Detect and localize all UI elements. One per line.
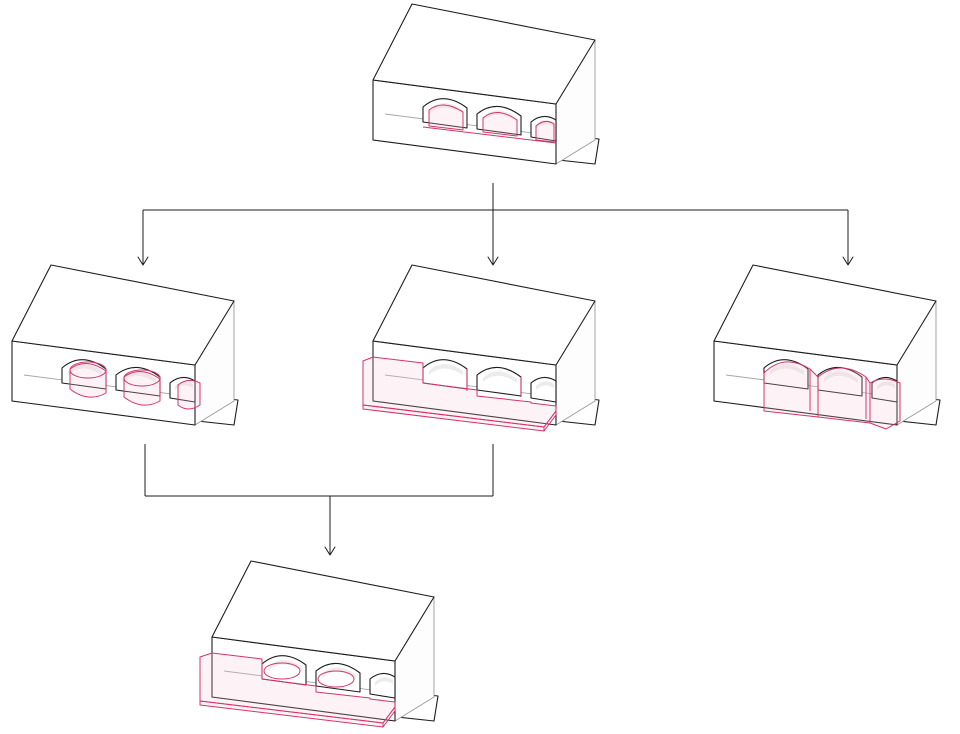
node-variant-vaults	[713, 264, 941, 430]
arrow-to-variant-cylinders	[137, 256, 149, 266]
arrow-to-variant-base-plinth	[487, 256, 499, 266]
arrow-to-variant-vaults	[842, 256, 854, 266]
highlight-vault-boxes	[763, 361, 901, 430]
highlight-arch-openings	[422, 104, 557, 144]
node-variant-base-plinth	[362, 264, 600, 432]
connectors	[137, 183, 854, 556]
highlight-plinth-with-arches-result	[199, 652, 396, 728]
highlight-cylindrical-volumes	[69, 361, 201, 410]
node-variant-cylinders	[11, 264, 239, 426]
node-base	[372, 3, 600, 165]
arrow-to-result-combined	[324, 546, 336, 556]
highlight-plinth-with-arches	[362, 356, 557, 432]
node-result-combined	[199, 560, 439, 728]
